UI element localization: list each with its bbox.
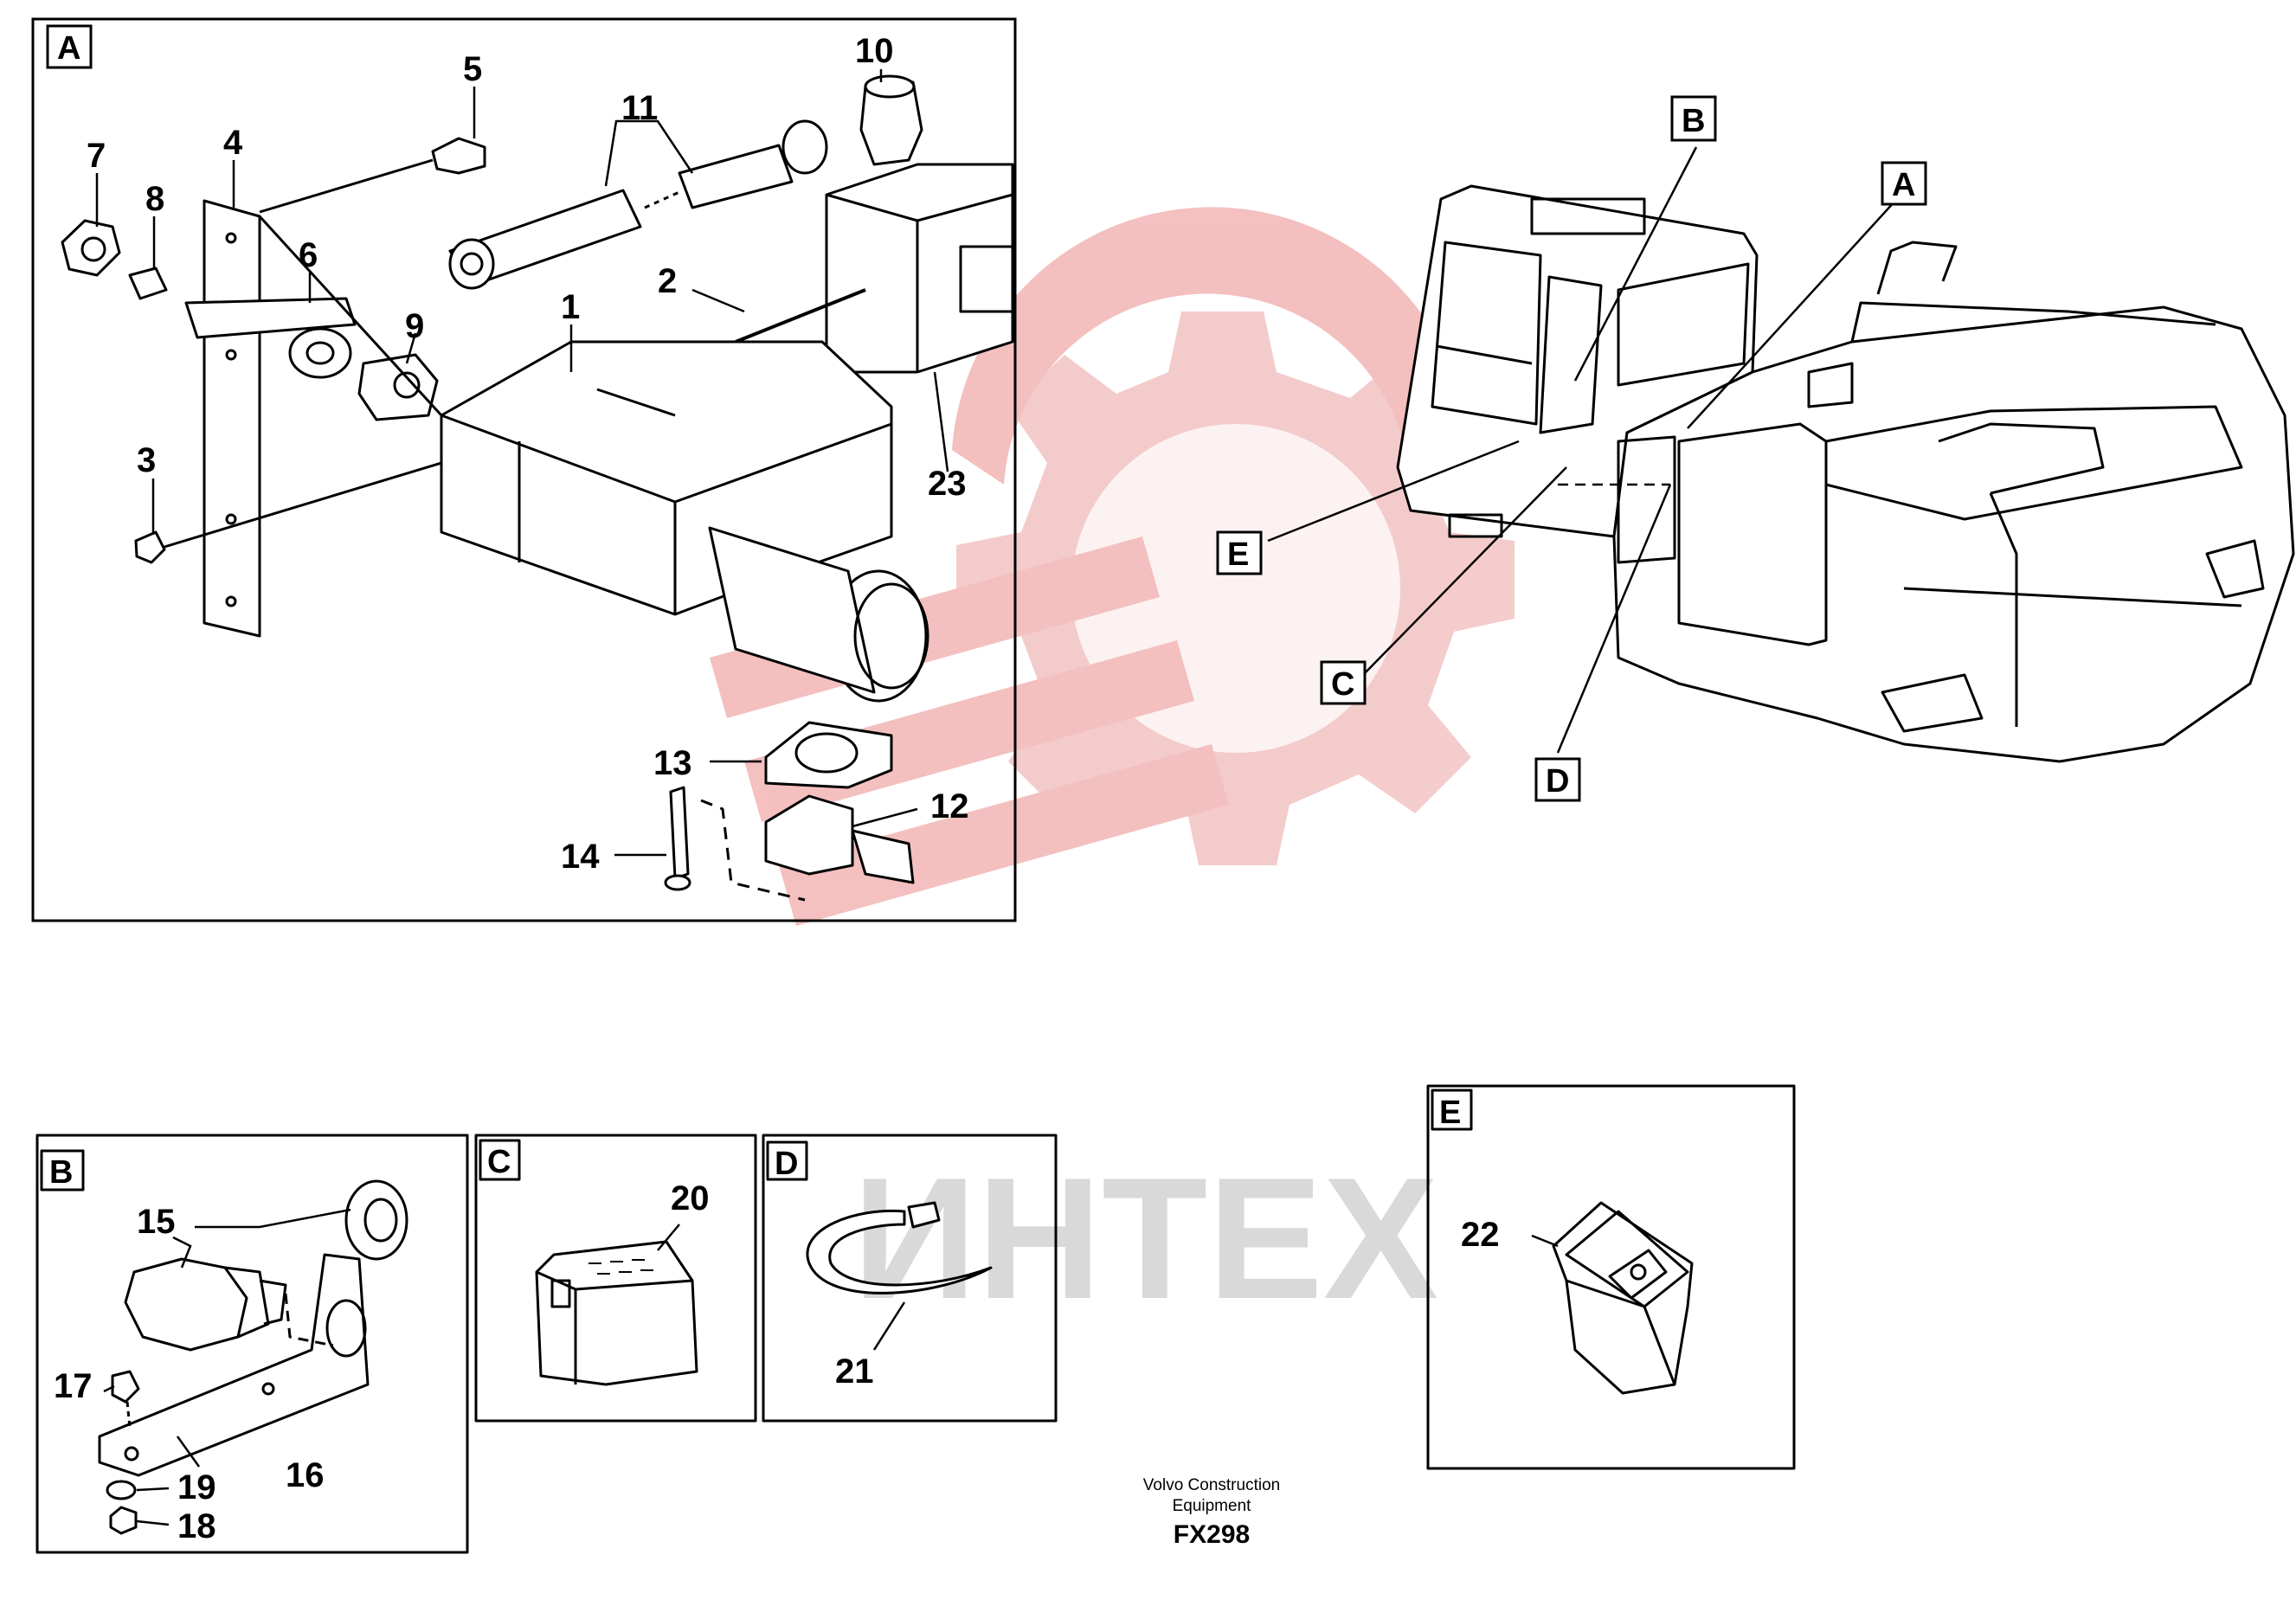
panel-a-leaders (95, 69, 949, 857)
footer-code: FX298 (1174, 1520, 1250, 1549)
panel-e-tag: E (1439, 1095, 1461, 1131)
panel-a-tag-box (46, 24, 93, 69)
panel-d-frame (762, 1134, 1058, 1423)
callout-3: 3 (137, 441, 156, 479)
panel-e-frame (1426, 1084, 1796, 1470)
callout-12: 12 (930, 787, 969, 825)
callout-18: 18 (177, 1507, 216, 1545)
panel-d-leader (872, 1301, 906, 1351)
callout-4: 4 (223, 124, 243, 162)
overview-tag-c: C (1331, 666, 1354, 703)
panel-a-callouts: 1 2 3 4 5 6 7 8 9 10 11 12 13 14 23 (87, 32, 969, 876)
overview-tag-e: E (1227, 536, 1249, 573)
hose-11-right (678, 144, 794, 209)
footer-line2: Equipment (1173, 1497, 1252, 1515)
panel-e (1426, 1084, 1796, 1470)
upper-structure (1612, 305, 2295, 763)
callout-21: 21 (835, 1352, 874, 1391)
overview-tag-b: B (1682, 103, 1705, 139)
callout-15: 15 (137, 1203, 176, 1241)
overview-tags: A B C D E (1216, 95, 1927, 802)
callout-17: 17 (54, 1367, 93, 1405)
panel-c-tag: C (487, 1144, 511, 1180)
switch-15 (124, 1257, 248, 1352)
cable-tie-21 (806, 1209, 993, 1294)
overview-tag-b-box (1670, 95, 1717, 142)
callout-20: 20 (671, 1179, 710, 1217)
overview-tag-a-box (1881, 161, 1927, 206)
washer-19 (106, 1480, 137, 1500)
callout-16: 16 (286, 1456, 325, 1494)
relay-20 (535, 1240, 698, 1386)
nut-13 (764, 721, 893, 789)
bracket-plate (203, 199, 261, 638)
panel-c-leader (657, 1224, 680, 1251)
callout-9: 9 (405, 307, 424, 345)
fitting-8 (128, 267, 168, 300)
panel-b-frame (35, 1134, 469, 1554)
panel-d-tag: D (775, 1146, 798, 1182)
nut-3 (134, 530, 166, 564)
panel-c (474, 1134, 757, 1423)
callout-23: 23 (928, 465, 967, 503)
footer-line1: Volvo Construction (1143, 1476, 1280, 1494)
callout-8: 8 (145, 180, 164, 218)
banjo-6 (184, 297, 357, 339)
excavator-overview (1396, 184, 2295, 763)
panel-a-frame (31, 17, 1017, 922)
callout-14: 14 (561, 838, 600, 876)
nut-7 (61, 219, 121, 277)
screw-17 (111, 1370, 140, 1404)
callout-2: 2 (658, 262, 677, 300)
screw-14 (669, 786, 690, 880)
panel-b-leaders (103, 1208, 351, 1526)
nut-18 (109, 1506, 138, 1535)
panel-e-leader (1531, 1234, 1559, 1248)
panel-a-tag: A (57, 30, 80, 67)
overview-tag-d: D (1546, 763, 1569, 800)
fitting-9 (357, 353, 439, 421)
overview-tag-a: A (1892, 167, 1915, 203)
panel-c-frame (474, 1134, 757, 1423)
block-23 (825, 163, 1014, 374)
overview-tag-c-box (1320, 660, 1367, 705)
callout-13: 13 (653, 744, 692, 782)
connector-12 (764, 794, 854, 876)
callout-6: 6 (299, 236, 318, 274)
panel-d (762, 1134, 1058, 1423)
callout-10: 10 (855, 32, 894, 70)
overview-leaders (1267, 146, 1896, 754)
panel-b (35, 1134, 469, 1554)
callout-11: 11 (621, 89, 658, 127)
nut-15 (344, 1179, 408, 1261)
callout-22: 22 (1461, 1216, 1500, 1254)
watermark-text: ИНТЕХ (852, 1142, 1438, 1335)
rocker-switch-22 (1552, 1201, 1694, 1395)
panel-a (31, 17, 1017, 922)
callout-1: 1 (561, 288, 580, 326)
overview-tag-e-box (1216, 530, 1263, 575)
panel-b-callouts: 15 16 17 18 19 (54, 1203, 325, 1545)
panel-b-tag: B (49, 1154, 73, 1191)
panel-a-parts (61, 74, 1014, 902)
callout-5: 5 (463, 50, 482, 88)
callout-19: 19 (177, 1468, 216, 1506)
overview-tag-d-box (1534, 757, 1581, 802)
callout-7: 7 (87, 137, 106, 175)
screw-5 (431, 137, 486, 175)
